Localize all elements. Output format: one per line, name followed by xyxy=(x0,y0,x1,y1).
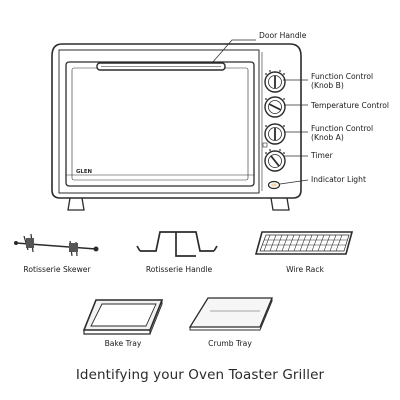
label-temperature-control: Temperature Control xyxy=(311,101,389,110)
diagram-title: Identifying your Oven Toaster Griller xyxy=(75,367,325,383)
caption-bake-tray: Bake Tray xyxy=(104,339,142,348)
oven-body xyxy=(51,43,302,211)
knob-timer xyxy=(264,149,286,172)
label-door-handle: Door Handle xyxy=(259,31,307,40)
caption-wire-rack: Wire Rack xyxy=(286,265,324,274)
label-function-control-a-line1: Function Control xyxy=(311,124,374,133)
wire-rack-illustration xyxy=(254,231,354,255)
knob-temperature xyxy=(264,96,286,118)
caption-rotisserie-handle: Rotisserie Handle xyxy=(145,265,213,274)
crumb-tray-illustration xyxy=(188,297,273,331)
brand-logo: GLEN xyxy=(76,169,93,175)
rotisserie-skewer-illustration xyxy=(14,233,99,257)
indicator-light xyxy=(267,180,281,190)
label-timer: Timer xyxy=(311,151,333,160)
caption-rotisserie-skewer: Rotisserie Skewer xyxy=(23,265,91,274)
caption-crumb-tray: Crumb Tray xyxy=(208,339,252,348)
door-handle-illustration xyxy=(96,62,226,71)
label-indicator-light: Indicator Light xyxy=(311,175,366,184)
knob-function-b xyxy=(264,70,286,93)
label-function-control-b-line2: (Knob B) xyxy=(311,81,344,90)
callout-leaders xyxy=(211,39,309,185)
label-function-control-a: Function Control (Knob A) xyxy=(311,124,373,142)
label-function-control-a-line2: (Knob A) xyxy=(311,133,344,142)
knob-function-a xyxy=(262,123,286,148)
label-function-control-b: Function Control (Knob B) xyxy=(311,72,373,90)
rotisserie-handle-illustration xyxy=(136,231,218,257)
bake-tray-illustration xyxy=(82,299,164,335)
label-function-control-b-line1: Function Control xyxy=(311,72,374,81)
